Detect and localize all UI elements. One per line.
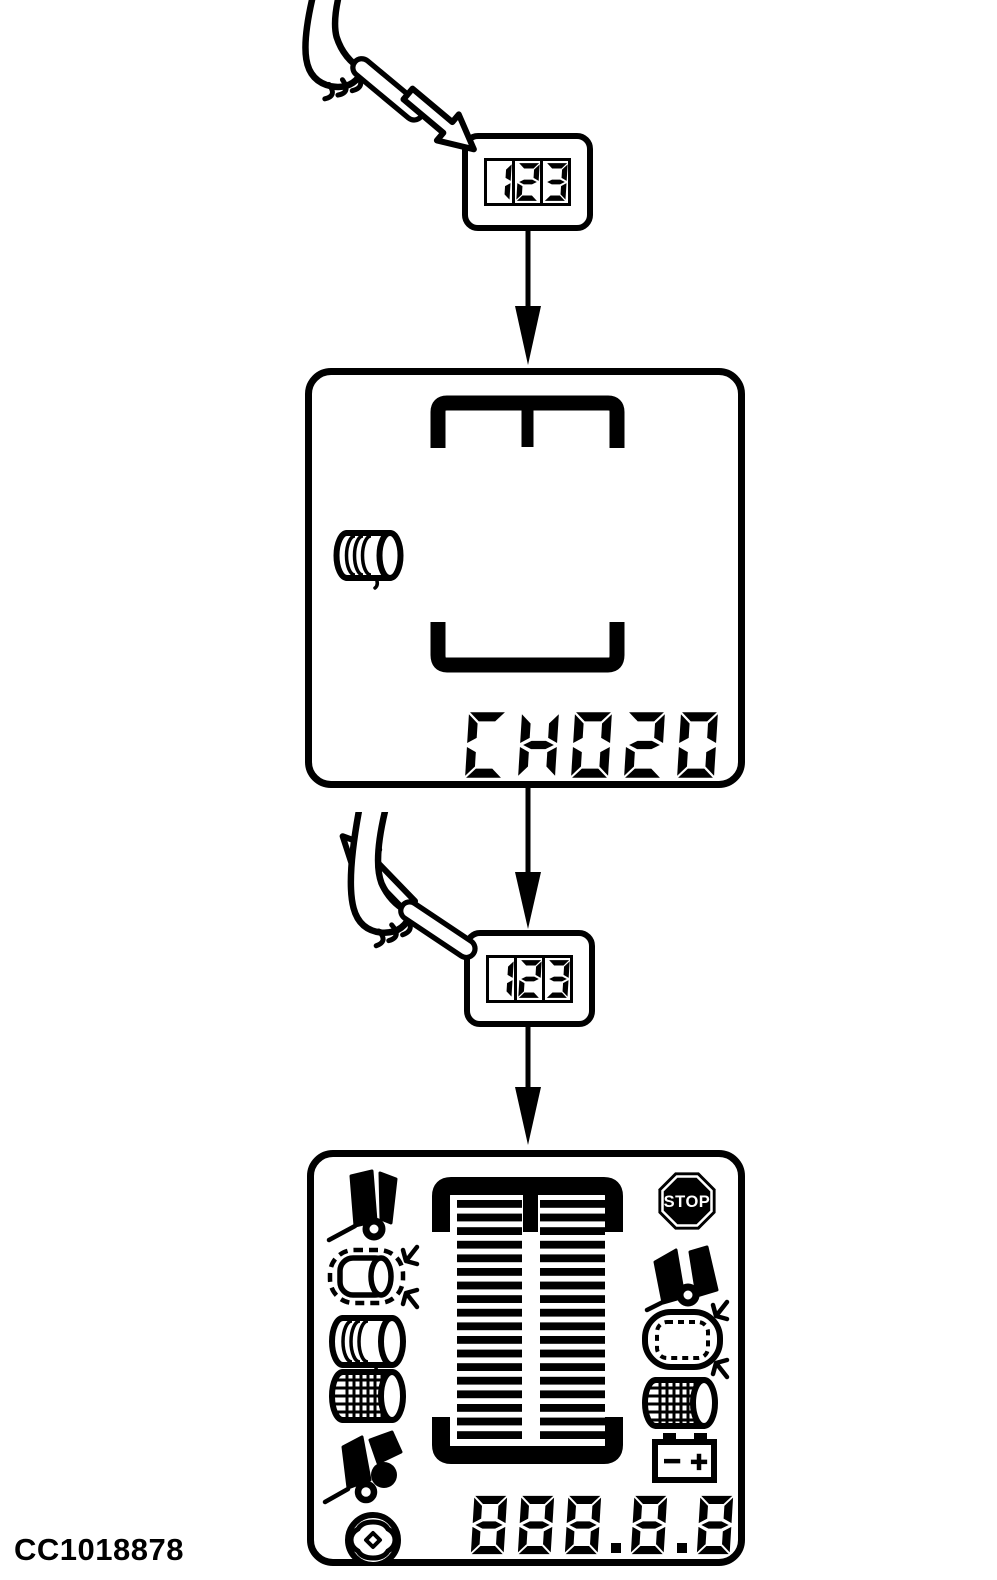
- decimal-point: [677, 1543, 687, 1553]
- seven-segment-digit: [630, 1495, 668, 1555]
- bale-fill-bar-graph: [457, 1200, 605, 1439]
- numeric-display: [468, 1494, 736, 1556]
- seven-segment-digit: [546, 959, 570, 998]
- bale-chamber-outline-icon: [430, 395, 625, 673]
- stop-sign-label: STOP: [664, 1193, 711, 1211]
- seven-segment-digit: [470, 1495, 508, 1555]
- battery-icon: − +: [652, 1433, 717, 1483]
- monitor-screen-channel: [305, 368, 745, 788]
- seven-segment-digit: [518, 714, 559, 776]
- bale-chamber-outline-icon: [432, 1177, 623, 1464]
- bale-select-button-top[interactable]: [462, 133, 593, 231]
- battery-minus-label: −: [663, 1445, 681, 1478]
- seven-segment-digit: [544, 163, 568, 201]
- flow-arrow-1: [515, 228, 541, 365]
- bale-select-button-bottom[interactable]: [464, 930, 595, 1027]
- net-twine-roll-icon: [333, 530, 404, 590]
- digit-cell: [512, 158, 543, 206]
- button-bottom-display: [486, 954, 573, 1003]
- bale-size-solid-icon: [642, 1299, 730, 1380]
- seven-segment-digit: [624, 712, 665, 778]
- tailgate-open-icon: [644, 1245, 719, 1313]
- hollow-arrow-down-right-icon: [400, 85, 477, 153]
- tailgate-open-icon: [326, 1169, 398, 1243]
- digit-cell: [542, 954, 573, 1003]
- button-top-display: [484, 158, 571, 206]
- mesh-roll-icon: [642, 1377, 718, 1429]
- mesh-roll-icon: [329, 1369, 406, 1423]
- seven-segment-digit: [465, 712, 505, 778]
- pto-drive-icon: [345, 1512, 401, 1566]
- flow-arrow-3: [515, 1025, 541, 1145]
- digit-cell: [540, 158, 571, 206]
- decimal-point: [611, 1543, 621, 1553]
- release-gesture-bottom: [339, 812, 478, 961]
- seven-segment-digit: [506, 960, 514, 997]
- seven-segment-digit: [571, 712, 612, 778]
- digit-cell: [514, 954, 545, 1003]
- seven-segment-digit: [564, 1495, 602, 1555]
- bale-size-dashed-icon: [327, 1244, 420, 1310]
- seven-segment-digit: [517, 959, 542, 998]
- channel-code-display: [465, 710, 718, 780]
- bale-eject-icon: [322, 1430, 403, 1505]
- figure-id-label: CC1018878: [14, 1532, 184, 1567]
- net-twine-roll-icon: [329, 1315, 406, 1377]
- flow-arrow-2: [515, 786, 541, 929]
- seven-segment-digit: [504, 164, 512, 200]
- monitor-screen-all-segments: STOP: [307, 1150, 745, 1566]
- digit-cell: [484, 158, 515, 206]
- seven-segment-digit: [696, 1495, 734, 1555]
- seven-segment-digit: [677, 712, 718, 778]
- pointing-hand-icon: [347, 812, 478, 961]
- seven-segment-digit: [515, 163, 540, 201]
- stop-sign-icon: STOP: [658, 1172, 716, 1230]
- battery-plus-label: +: [690, 1446, 708, 1479]
- press-gesture-top: [302, 0, 477, 153]
- seven-segment-digit: [517, 1495, 555, 1555]
